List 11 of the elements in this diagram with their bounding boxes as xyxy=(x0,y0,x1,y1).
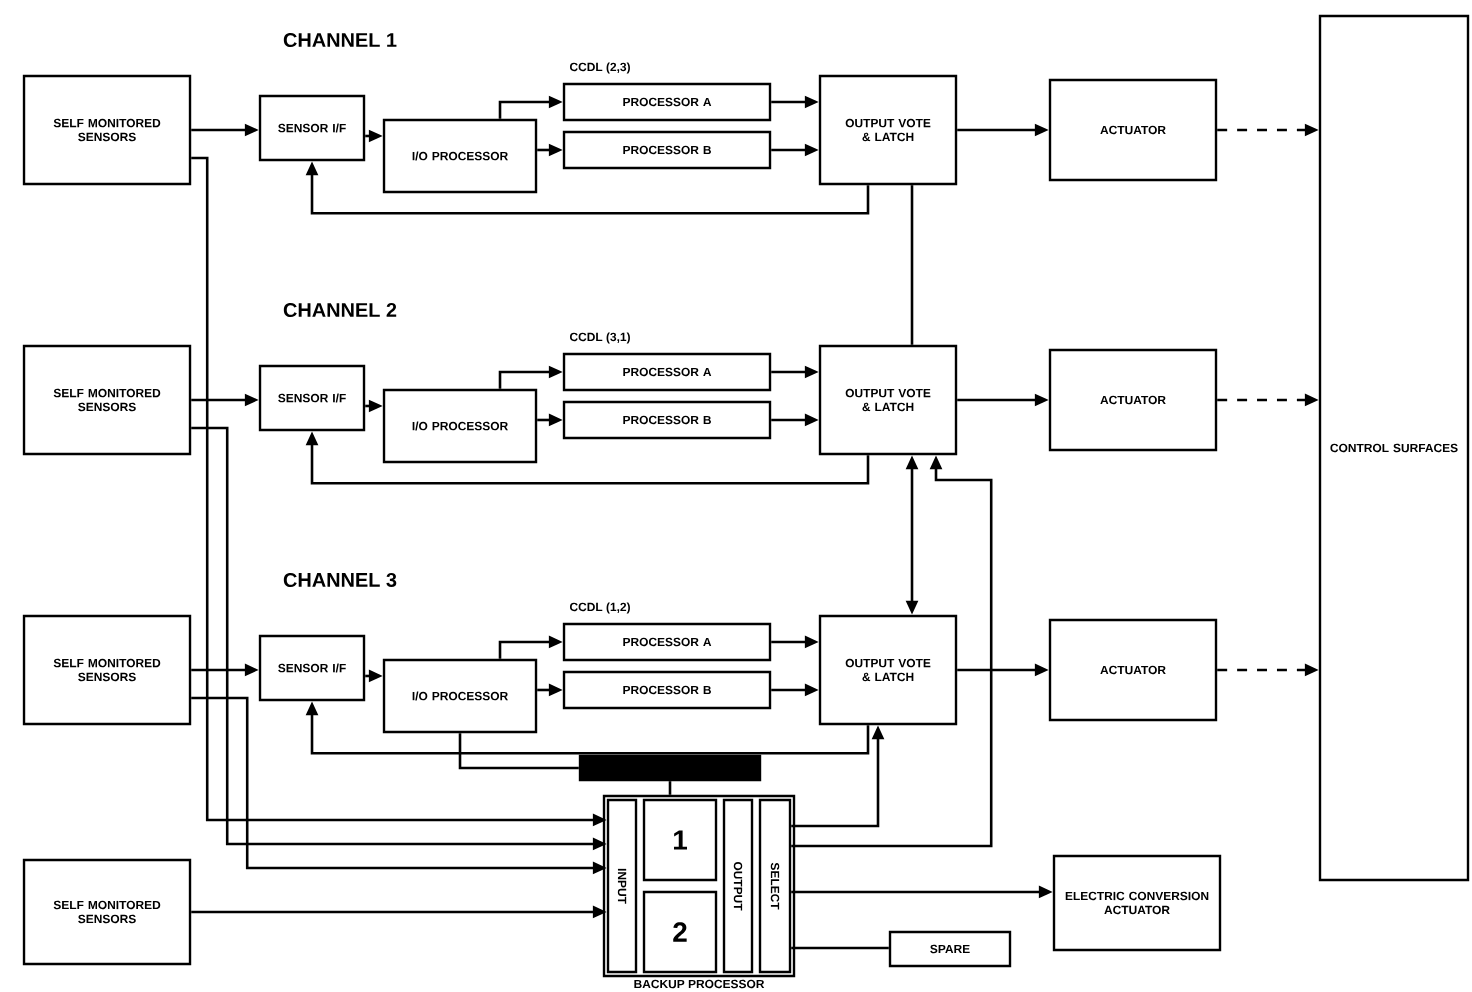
processor-box: 2 xyxy=(642,890,718,974)
channel-title: CHANNEL 1 xyxy=(283,32,397,48)
connector-line xyxy=(668,781,672,795)
processor-box: 1 xyxy=(642,798,718,882)
channel-title: CHANNEL 2 xyxy=(283,302,397,318)
bus-bar xyxy=(578,754,762,782)
channel-title: CHANNEL 3 xyxy=(283,572,397,588)
connector-line xyxy=(910,185,914,345)
connector-line xyxy=(458,733,579,770)
connector-line xyxy=(791,946,889,950)
backup-unit-box xyxy=(602,794,796,978)
